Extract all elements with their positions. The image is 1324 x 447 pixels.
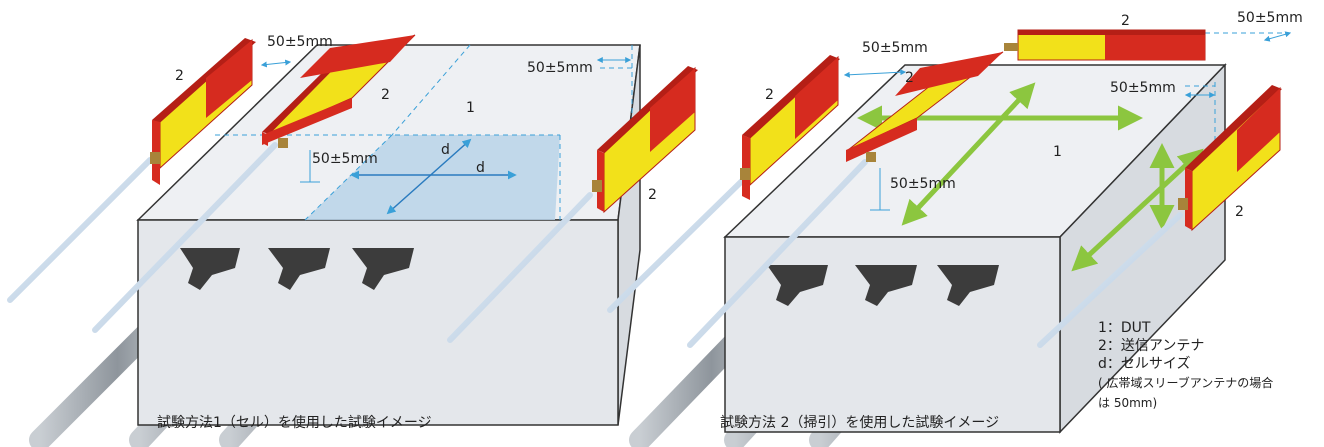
d2-dim-right: 50±5mm — [1110, 80, 1176, 96]
diagram-1 — [7, 34, 698, 447]
connectors — [180, 248, 414, 290]
d1-label-antenna-right: 2 — [648, 187, 657, 203]
d2-label-antenna-back: 2 — [1121, 13, 1130, 29]
legend-line-4: ( 広帯域スリーブアンテナの場合 — [1098, 376, 1274, 390]
d2-dim-back: 50±5mm — [1237, 10, 1303, 26]
legend: 1：DUT 2：送信アンテナ d：セルサイズ ( 広帯域スリーブアンテナの場合 … — [1098, 319, 1273, 413]
d1-dim-right: 50±5mm — [527, 60, 593, 76]
d1-label-antenna-left: 2 — [175, 68, 184, 84]
d2-label-antenna-right: 2 — [1235, 204, 1244, 220]
legend-line-1: 1：DUT — [1098, 320, 1151, 336]
antenna-front-2 — [687, 51, 1004, 348]
antenna-left-2 — [607, 55, 840, 313]
legend-line-3: d：セルサイズ — [1098, 356, 1191, 372]
d1-label-antenna-top: 2 — [381, 87, 390, 103]
d2-dim-front-height: 50±5mm — [890, 176, 956, 192]
d2-dim-front-top: 50±5mm — [862, 40, 928, 56]
antenna-top — [92, 34, 416, 333]
caption-diagram-1: 試験方法1（セル）を使用した試験イメージ — [157, 415, 432, 431]
d1-cell-d-diagonal: d — [441, 142, 450, 158]
d2-label-dut: 1 — [1053, 144, 1062, 160]
antenna-left — [7, 38, 256, 303]
d1-cell-d-horizontal: d — [476, 160, 485, 176]
d1-label-dut: 1 — [466, 100, 475, 116]
d1-dim-top: 50±5mm — [312, 151, 378, 167]
d2-label-antenna-left: 2 — [765, 87, 774, 103]
legend-line-5: は 50mm) — [1098, 396, 1158, 410]
antenna-right-2 — [1037, 85, 1282, 348]
antenna-right — [447, 66, 698, 343]
caption-diagram-2: 試験方法 2（掃引）を使用した試験イメージ — [720, 415, 1000, 431]
antenna-back-2 — [930, 29, 1206, 61]
labels: 2 2 1 2 50±5mm 50±5mm 50±5mm d d 2 2 2 2… — [175, 10, 1303, 220]
legend-line-2: 2：送信アンテナ — [1098, 338, 1205, 354]
diagram-2 — [607, 29, 1292, 447]
d2-label-antenna-front: 2 — [905, 70, 914, 86]
connectors-2 — [767, 265, 999, 306]
d1-dim-left: 50±5mm — [267, 34, 333, 50]
